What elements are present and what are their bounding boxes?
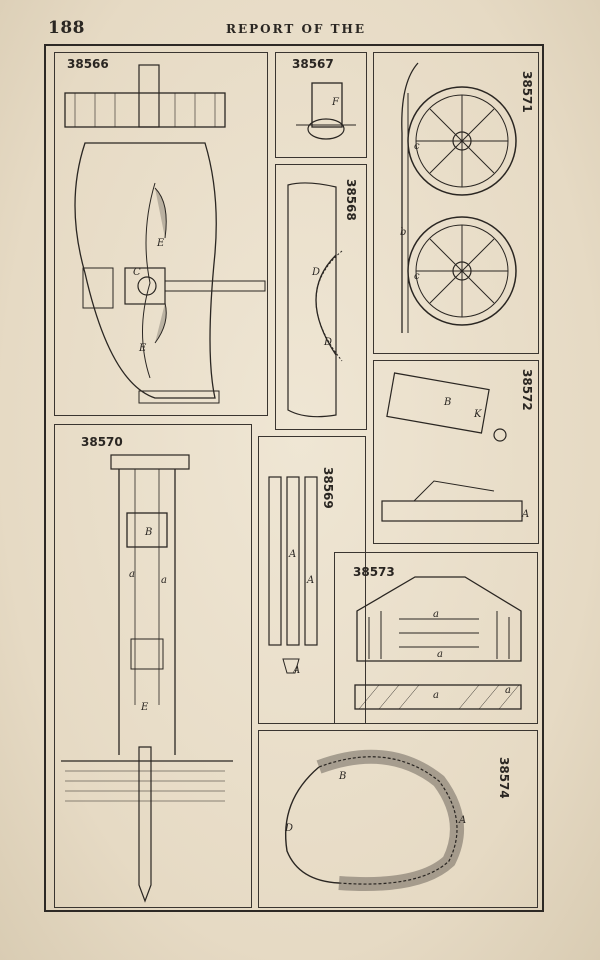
clamp-drawing: F	[296, 82, 356, 140]
pile-driver-drawing: B a a E	[61, 454, 233, 903]
label-A: A	[521, 509, 529, 520]
label-A: A	[458, 815, 466, 826]
running-head: REPORT OF THE	[226, 22, 367, 36]
figure-number: 38566	[67, 57, 109, 71]
label-C: C	[133, 267, 141, 278]
figure-panel-38574: 38574 B D A	[258, 730, 538, 908]
label-A: A	[292, 665, 300, 676]
arch-drawing: D D	[287, 182, 343, 418]
cart-wheels-drawing: c b c	[400, 62, 517, 333]
label-B: B	[443, 397, 451, 408]
coiled-spring-drawing: B D A	[284, 749, 466, 892]
label-K: K	[473, 409, 482, 420]
figure-panel-38572: 38572 B K A	[373, 360, 539, 544]
figure-panel-38566: 38566 E C E	[54, 52, 268, 416]
truss-drawing: A A A	[268, 476, 318, 676]
figure-panel-38571: 38571 c b c	[373, 52, 539, 354]
label-F: F	[331, 97, 340, 108]
label-E: E	[156, 238, 165, 249]
figure-panel-38569: 38569 A A A	[258, 436, 366, 724]
label-B: B	[144, 527, 152, 538]
label-A: A	[306, 575, 314, 586]
label-B: B	[338, 771, 346, 782]
label-a: a	[161, 575, 167, 586]
lock-mechanism-drawing: B K A	[381, 372, 529, 522]
figure-number: 38567	[292, 57, 334, 71]
label-E: E	[140, 702, 149, 713]
label-c: c	[414, 141, 420, 152]
plate-frame	[44, 44, 544, 912]
label-a: a	[129, 569, 135, 580]
figure-panel-38573: 38573 a a a a	[334, 552, 538, 724]
label-a: a	[505, 685, 511, 696]
figure-number: 38570	[81, 435, 123, 449]
water-wheel-drawing: E C E	[64, 64, 266, 404]
figure-panel-38567: 38567 F	[275, 52, 367, 158]
page-number: 188	[48, 18, 85, 38]
label-D: D	[284, 823, 293, 834]
label-c: c	[414, 271, 420, 282]
label-a: a	[433, 690, 439, 701]
label-a: a	[433, 609, 439, 620]
label-b: b	[400, 227, 406, 238]
label-a: a	[437, 649, 443, 660]
label-E: E	[138, 343, 147, 354]
label-D: D	[323, 337, 332, 348]
label-D: D	[311, 267, 320, 278]
label-A: A	[288, 549, 296, 560]
figure-panel-38568: 38568 D D	[275, 164, 367, 430]
figure-panel-38570: 38570 B a a E	[54, 424, 252, 908]
figure-number: 38573	[353, 565, 395, 579]
grate-drawing: a a a a	[354, 576, 522, 710]
